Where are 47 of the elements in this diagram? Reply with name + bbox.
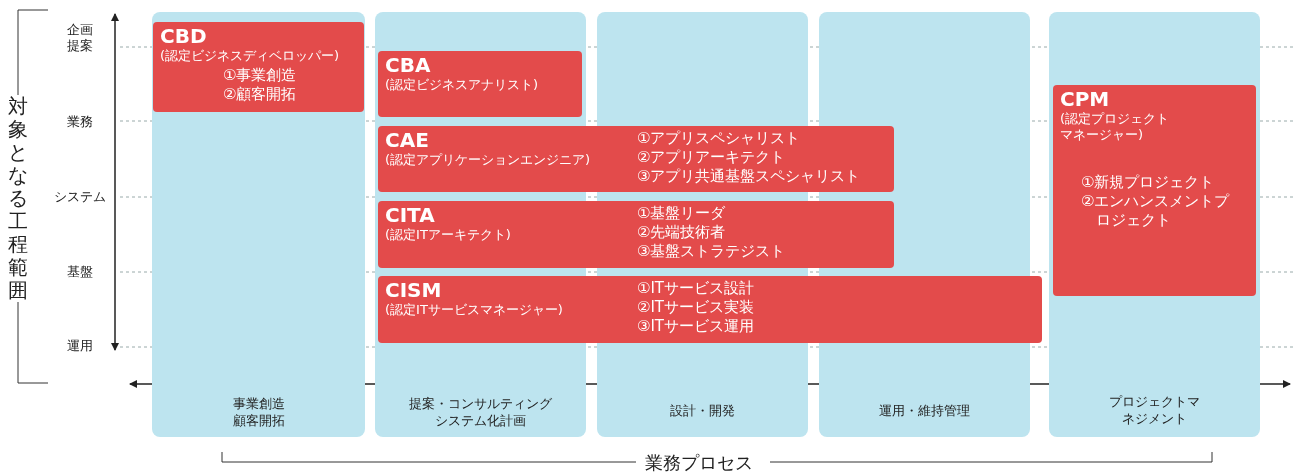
certification-card — [378, 201, 894, 268]
role-item: ②ITサービス実装 — [637, 298, 755, 317]
certification-card — [153, 22, 364, 112]
column-label: システム化計画 — [434, 412, 527, 429]
certification-card — [378, 126, 894, 192]
card-subtitle: (認定ビジネスディベロッパー) — [160, 48, 340, 64]
card-title: CPM — [1060, 88, 1110, 110]
role-item: ①アプリスペシャリスト — [637, 128, 801, 148]
card-subtitle: (認定ITアーキテクト) — [385, 227, 511, 243]
certification-card — [378, 276, 1042, 343]
role-item: ③アプリ共通基盤スペシャリスト — [637, 166, 861, 186]
card-subtitle: (認定ビジネスアナリスト) — [385, 77, 539, 93]
card-title: CAE — [385, 129, 429, 151]
role-item: ①基盤リーダ — [637, 204, 726, 223]
card-subtitle: (認定アプリケーションエンジニア) — [385, 152, 591, 168]
axis-label: システム — [53, 189, 107, 205]
axis-title: 対象となる工程範囲 — [7, 95, 29, 302]
card-subtitle: (認定ITサービスマネージャー) — [385, 302, 563, 318]
role-item: ③基盤ストラテジスト — [637, 242, 786, 261]
axis-label: 運用 — [66, 338, 94, 354]
axis-label: 基盤 — [66, 264, 94, 280]
column-label: 運用・維持管理 — [878, 402, 971, 419]
column-label: 提案・コンサルティング — [408, 395, 553, 412]
process-column — [1049, 12, 1260, 437]
certification-card — [378, 51, 582, 117]
card-subtitle: (認定プロジェクトマネージャー) — [1060, 111, 1171, 143]
role-item: ②顧客開拓 — [223, 85, 297, 104]
column-label: 顧客開拓 — [231, 412, 286, 429]
card-title: CITA — [385, 204, 435, 226]
role-item: ②アプリアーキテクト — [637, 147, 786, 167]
column-label: 設計・開発 — [669, 402, 736, 419]
process-column — [152, 12, 365, 437]
column-label: 事業創造 — [231, 395, 286, 412]
axis-title: 業務プロセス — [645, 451, 753, 475]
axis-label: 業務 — [66, 114, 94, 130]
role-item: ①事業創造 — [223, 66, 297, 85]
column-label: プロジェクトマネジメント — [1108, 393, 1201, 427]
role-item: ②先端技術者 — [637, 223, 726, 242]
role-item: ②エンハンスメントプロジェクト — [1081, 192, 1231, 230]
axis-label: 企画提案 — [66, 22, 94, 54]
role-item: ③ITサービス運用 — [637, 317, 755, 336]
card-title: CBD — [160, 25, 207, 47]
role-item: ①新規プロジェクト — [1081, 173, 1216, 192]
card-title: CBA — [385, 54, 431, 76]
certification-card — [1053, 85, 1256, 296]
role-item: ①ITサービス設計 — [637, 279, 755, 298]
card-title: CISM — [385, 279, 442, 301]
